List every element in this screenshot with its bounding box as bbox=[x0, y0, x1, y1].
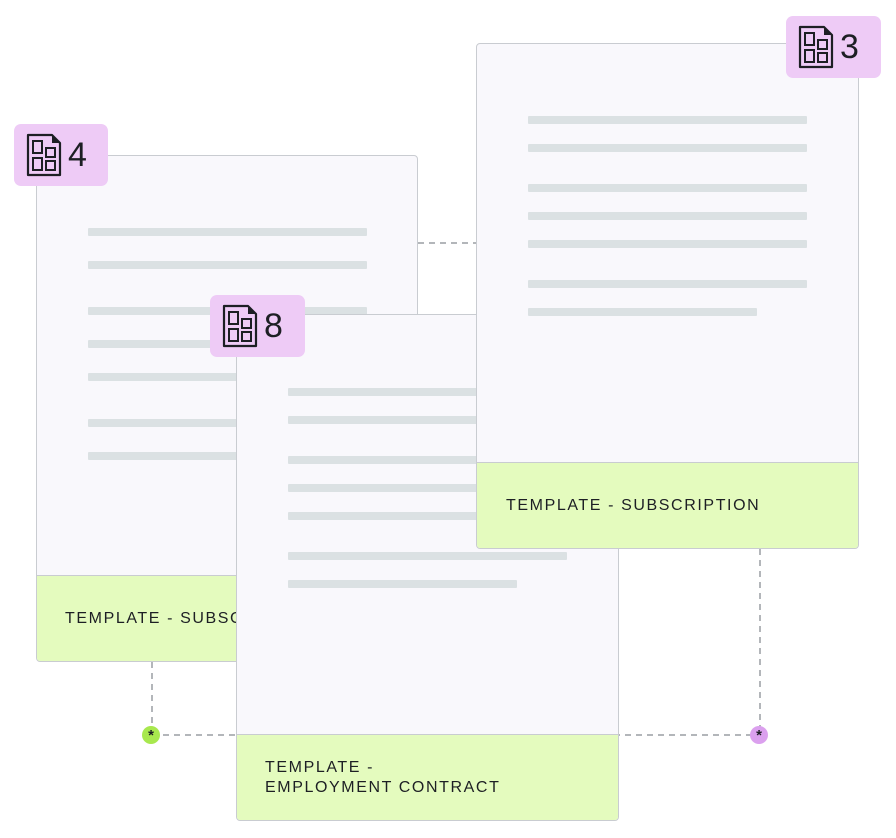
usage-badge-middle: 8 bbox=[210, 295, 305, 357]
usage-count: 4 bbox=[68, 136, 87, 174]
node-symbol: * bbox=[148, 726, 154, 744]
document-template-icon bbox=[798, 25, 834, 69]
template-card-employment[interactable]: TEMPLATE - EMPLOYMENT CONTRACT bbox=[236, 314, 619, 821]
card-footer: TEMPLATE - EMPLOYMENT CONTRACT bbox=[237, 734, 618, 820]
usage-count: 3 bbox=[840, 28, 859, 66]
usage-badge-right: 3 bbox=[786, 16, 881, 78]
template-card-subscription-right[interactable]: TEMPLATE - SUBSCRIPTION bbox=[476, 43, 859, 549]
usage-count: 8 bbox=[264, 307, 283, 345]
usage-badge-left: 4 bbox=[14, 124, 108, 186]
card-footer: TEMPLATE - SUBSCRIPTION bbox=[477, 462, 858, 548]
connector-node-green[interactable]: * bbox=[142, 726, 160, 744]
template-name: TEMPLATE - SUBSCRIPTION bbox=[506, 496, 761, 514]
document-template-icon bbox=[26, 133, 62, 177]
node-symbol: * bbox=[756, 726, 762, 744]
connector-node-purple[interactable]: * bbox=[750, 726, 768, 744]
template-name: TEMPLATE - EMPLOYMENT CONTRACT bbox=[265, 758, 501, 796]
document-template-icon bbox=[222, 304, 258, 348]
